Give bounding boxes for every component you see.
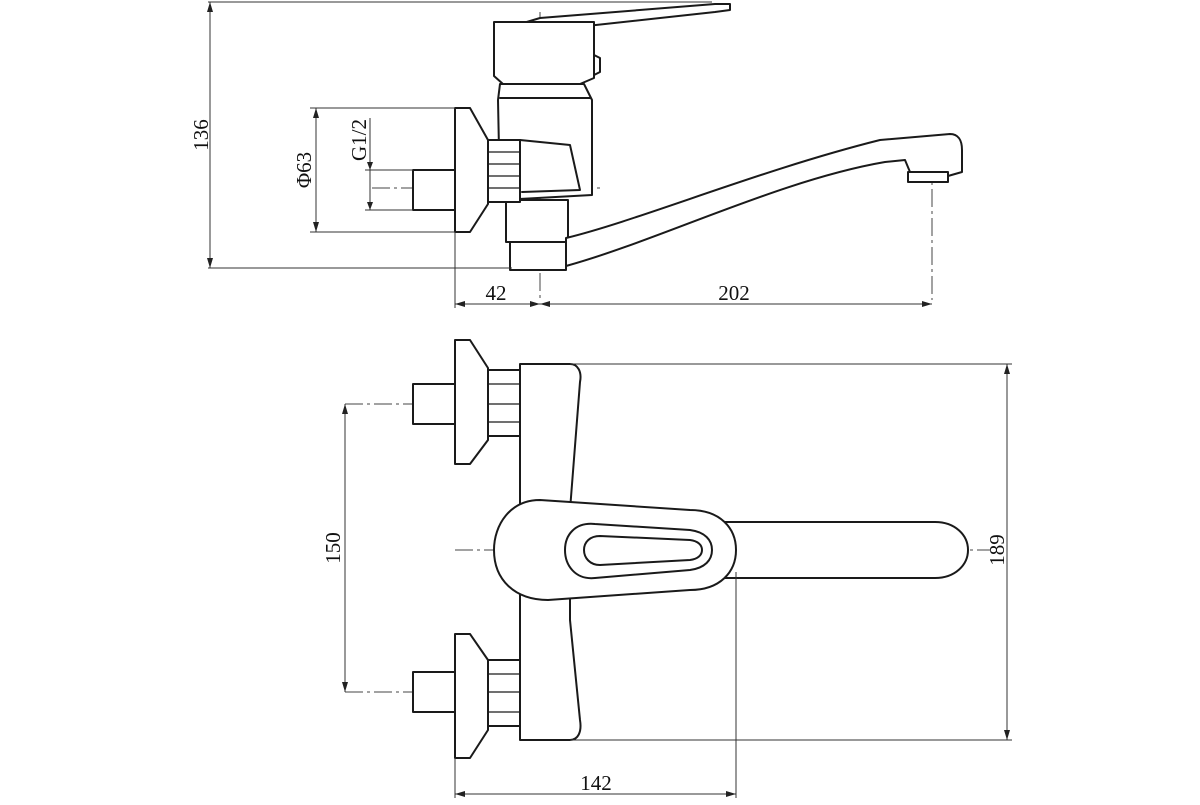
top-upper-flange [454,339,489,465]
side-spout-collar [509,241,567,271]
dim-width-label: 189 [985,534,1009,566]
dim-depth-label: 142 [580,771,612,795]
dim-offset-label: 42 [486,281,507,305]
dim-center-label: 150 [321,532,345,564]
top-view: 150 189 142 [321,339,1012,798]
dim-flange-label: Φ63 [292,152,316,188]
side-handle-screw [593,54,601,76]
side-flange [454,107,489,233]
top-lower-flange [454,633,489,759]
side-handle-cap [493,21,595,85]
top-upper-pipe [412,383,456,425]
side-body-facet [519,139,581,193]
side-inlet-pipe [412,169,456,211]
top-lever-slot-inner [583,535,703,566]
top-lower-pipe [412,671,456,713]
top-lever-slot [564,522,713,580]
top-upper-hex-nut [485,369,521,437]
side-spout [565,133,963,267]
top-spout-arm [699,521,969,579]
top-lower-hex-nut [485,659,521,727]
side-aerator [907,171,949,183]
side-view: 136 Φ63 G1/2 42 202 [189,1,963,308]
dim-reach-label: 202 [718,281,750,305]
dim-thread-label: G1/2 [347,119,371,161]
side-hex-nut [485,139,521,203]
dim-height-label: 136 [189,119,213,151]
side-spout-ring [505,199,569,243]
